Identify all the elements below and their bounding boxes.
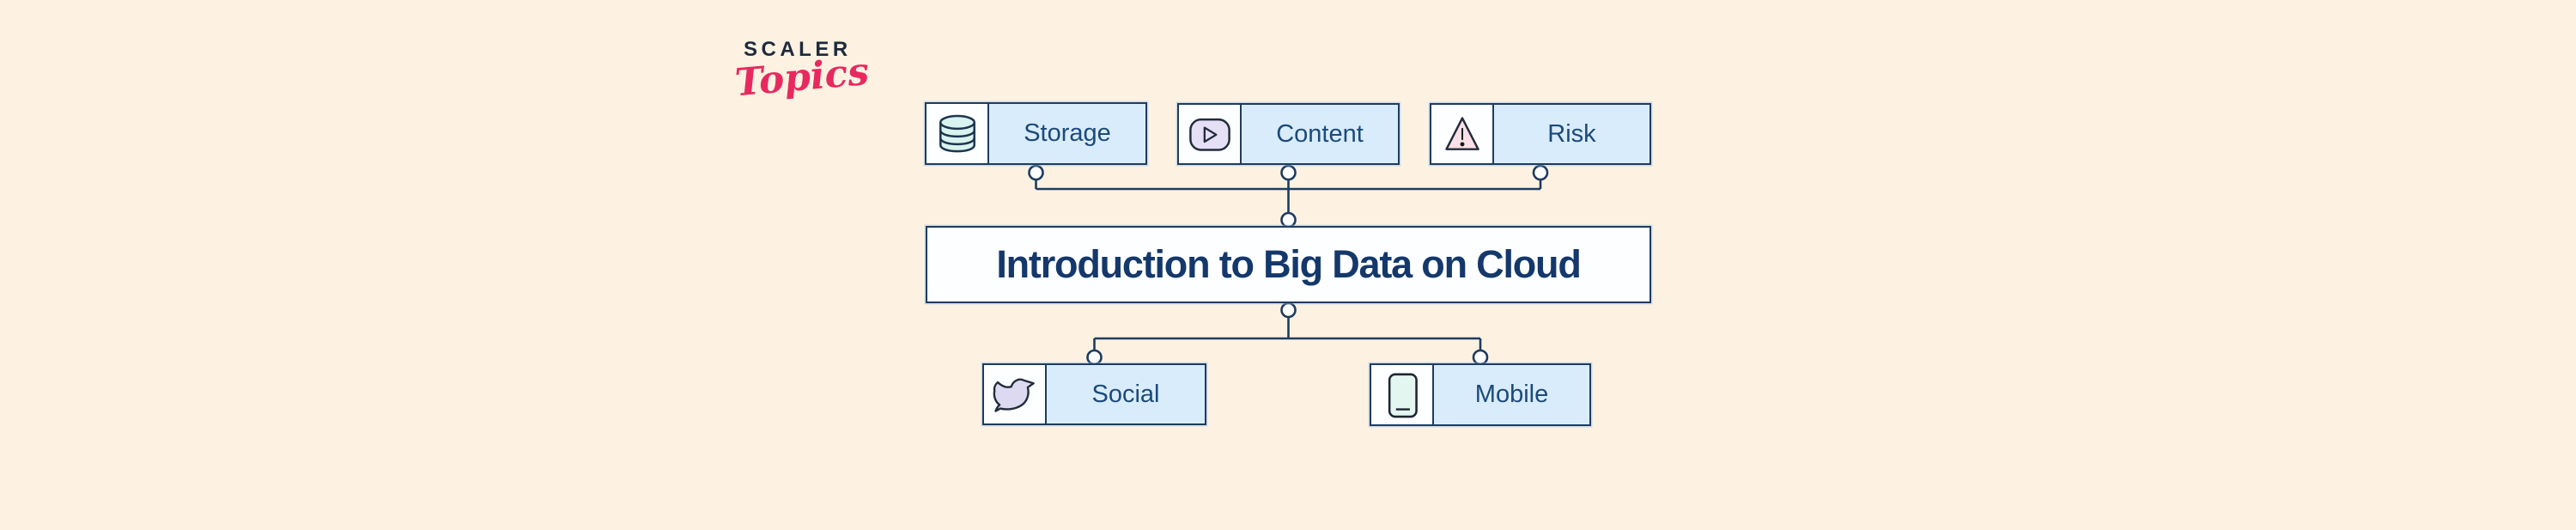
node-mobile: Mobile (1370, 363, 1591, 426)
social-label: Social (1091, 380, 1160, 408)
risk-label-cell: Risk (1494, 105, 1649, 163)
warning-triangle-icon (1444, 117, 1479, 150)
social-label-cell: Social (1047, 365, 1205, 423)
node-title: Introduction to Big Data on Cloud (926, 226, 1651, 303)
mobile-junction-circle (1472, 349, 1489, 366)
storage-label-cell: Storage (989, 104, 1145, 163)
mobile-icon-cell (1371, 365, 1434, 424)
title-top-junction-circle (1280, 211, 1297, 228)
database-icon (939, 114, 975, 152)
smartphone-icon (1388, 373, 1418, 417)
bird-icon (993, 378, 1035, 412)
social-junction-circle (1086, 349, 1103, 366)
content-junction-circle (1280, 164, 1297, 181)
social-icon-cell (984, 365, 1047, 423)
video-play-icon (1188, 118, 1230, 151)
scaler-logo-text: SCALER (744, 38, 852, 61)
risk-junction-circle (1532, 164, 1549, 181)
title-bottom-junction-circle (1280, 302, 1297, 319)
content-icon-cell (1179, 105, 1242, 163)
node-storage: Storage (925, 102, 1147, 165)
title-label: Introduction to Big Data on Cloud (996, 242, 1581, 286)
storage-icon-cell (927, 104, 989, 163)
content-label: Content (1276, 119, 1364, 148)
storage-label: Storage (1024, 119, 1111, 147)
risk-label: Risk (1547, 119, 1596, 148)
scaler-topics-logo: SCALER Topics (733, 38, 881, 105)
mobile-label: Mobile (1474, 381, 1549, 408)
node-social: Social (982, 363, 1206, 425)
node-risk: Risk (1430, 103, 1651, 165)
content-label-cell: Content (1242, 105, 1398, 163)
mobile-label-cell: Mobile (1434, 365, 1589, 424)
risk-icon-cell (1431, 105, 1494, 163)
storage-junction-circle (1028, 164, 1044, 181)
node-content: Content (1177, 103, 1400, 165)
